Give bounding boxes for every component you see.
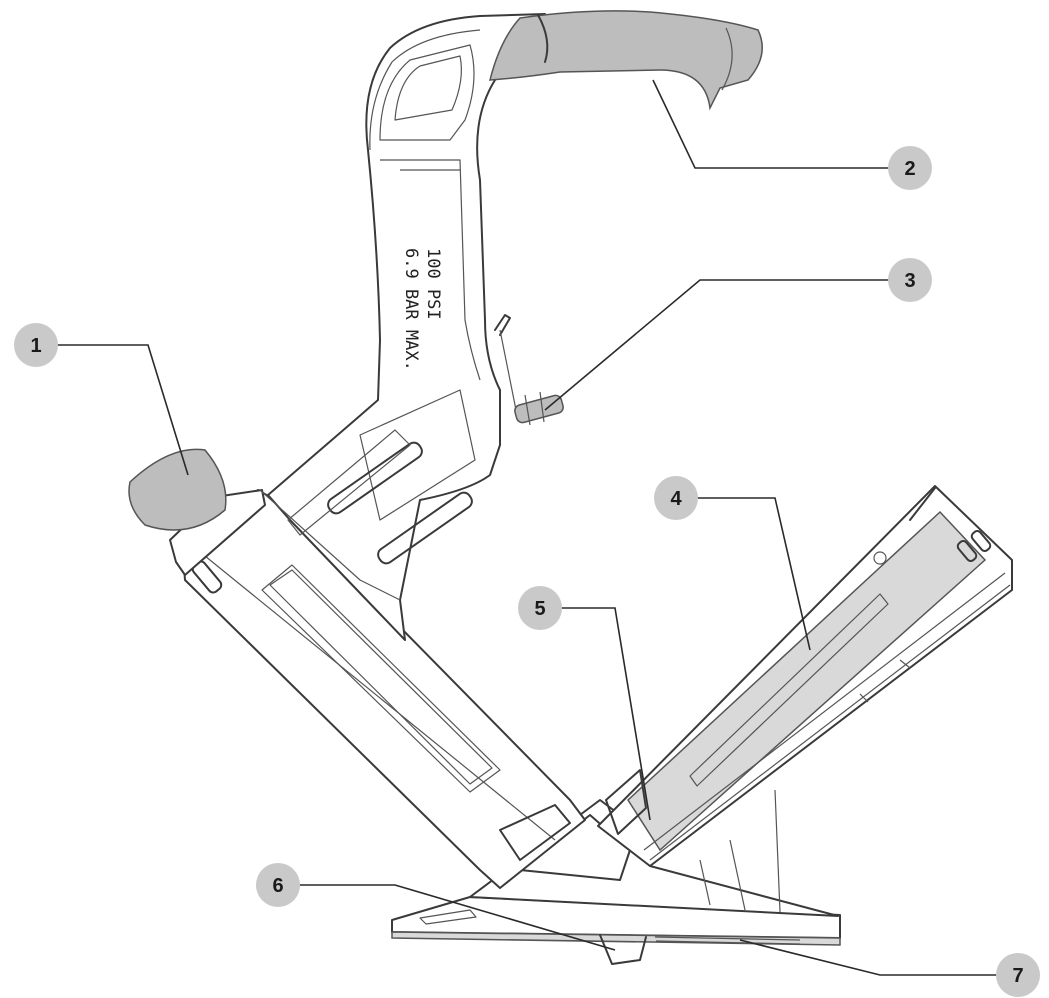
callout-3: 3 [888, 258, 932, 302]
air-cap [128, 448, 266, 576]
callout-2-number: 2 [904, 158, 915, 180]
tool-body [182, 489, 586, 889]
callout-7-number: 7 [1012, 965, 1023, 987]
leader-lines [58, 79, 1000, 976]
magazine [597, 485, 1013, 867]
pressure-label-line1: 100 PSI [423, 248, 443, 320]
callout-1: 1 [14, 323, 58, 367]
callout-5-number: 5 [534, 598, 545, 620]
pressure-label-line2: 6.9 BAR MAX. [401, 248, 421, 371]
pressure-label: 100 PSI 6.9 BAR MAX. [401, 248, 443, 371]
callout-7: 7 [996, 953, 1040, 997]
air-inlet [494, 314, 564, 426]
handle-grip [489, 10, 763, 111]
callout-3-number: 3 [904, 270, 915, 292]
callout-5: 5 [518, 586, 562, 630]
callout-6: 6 [256, 863, 300, 907]
callout-4: 4 [654, 476, 698, 520]
base-plate [391, 896, 841, 965]
callout-6-number: 6 [272, 875, 283, 897]
callout-1-number: 1 [30, 335, 41, 357]
callout-2: 2 [888, 146, 932, 190]
callout-4-number: 4 [670, 488, 682, 510]
